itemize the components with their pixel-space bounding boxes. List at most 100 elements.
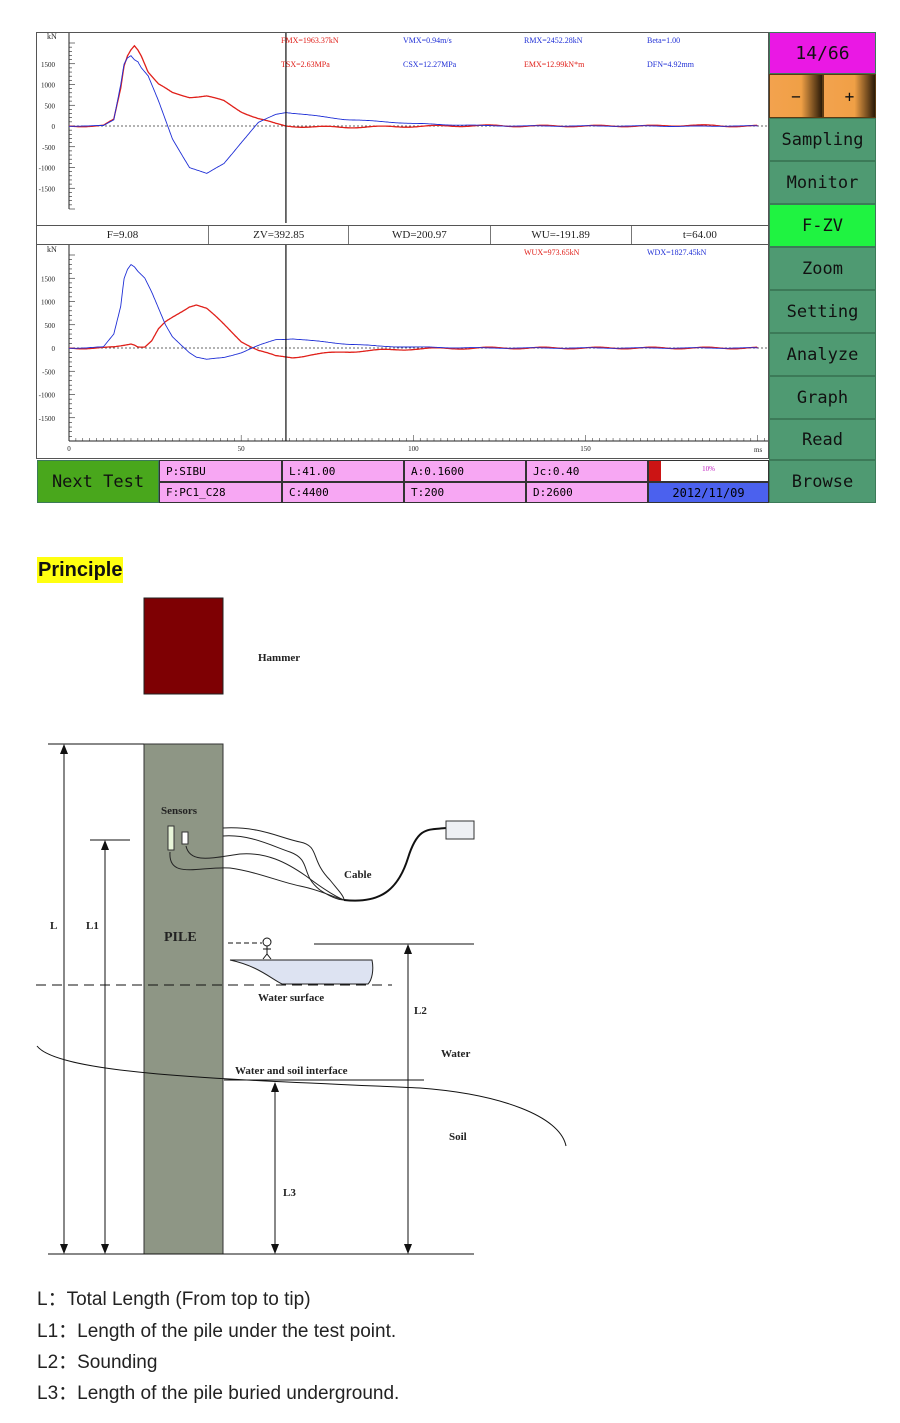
readout-emx: EMX=12.99kN*m <box>524 60 585 69</box>
previous-button[interactable]: − <box>769 74 823 118</box>
l1-arrow-top <box>101 840 109 850</box>
l2-label: L2 <box>414 1005 427 1017</box>
person-legs-a <box>262 953 268 960</box>
read-button[interactable]: Read <box>769 419 876 460</box>
y-tick-label: -1000 <box>39 165 56 173</box>
zoom-button[interactable]: Zoom <box>769 247 876 290</box>
y-tick-label: -1500 <box>39 415 56 423</box>
next-test-button[interactable]: Next Test <box>37 460 159 503</box>
y-tick-label: -500 <box>42 368 55 376</box>
water-surface-label: Water surface <box>258 992 325 1004</box>
readout-force: F=9.08 <box>37 226 210 244</box>
y-tick-label: -1500 <box>39 185 56 193</box>
pile-body <box>143 743 224 1255</box>
y-tick-label: 1000 <box>41 82 56 90</box>
info-pile-name: P:SIBU <box>159 460 282 482</box>
progress-label: 10% <box>702 465 715 473</box>
x-tick-label: 150 <box>580 445 591 453</box>
info-t: T:200 <box>404 482 526 503</box>
definition-l2: L2：Sounding <box>37 1352 158 1373</box>
y-tick-label: 500 <box>45 102 56 110</box>
hammer-label: Hammer <box>258 652 301 664</box>
readout-vmx: VMX=0.94m/s <box>403 36 452 45</box>
l2-arrow-top <box>404 944 412 954</box>
hammer-block <box>143 597 224 695</box>
readout-time: t=64.00 <box>682 229 717 241</box>
progress-fill <box>649 461 661 481</box>
boat-hull <box>229 959 374 985</box>
l-label: L <box>50 920 58 932</box>
analyze-button[interactable]: Analyze <box>769 333 876 376</box>
sensor-1 <box>167 825 175 851</box>
cursor-readout-bar: F=9.08 ZV=392.85 WD=200.97 WU=-191.89 t=… <box>36 226 769 245</box>
readout-zv: ZV=392.85 <box>209 226 350 244</box>
l3-label: L3 <box>283 1187 296 1199</box>
person-legs-b <box>266 953 272 960</box>
readout-wd: WD=200.97 <box>349 226 491 244</box>
sensors-label: Sensors <box>161 805 198 817</box>
force-series-line <box>68 304 759 359</box>
interface-label: Water and soil interface <box>235 1065 348 1077</box>
soil-label: Soil <box>449 1131 467 1143</box>
readout-dfn: DFN=4.92mm <box>647 60 694 69</box>
l3-arrow-top <box>271 1082 279 1092</box>
info-diameter: D:2600 <box>526 482 648 503</box>
top-readouts: FMX=1963.37kN VMX=0.94m/s RMX=2452.28kN … <box>37 33 768 73</box>
readout-wu: WU=-191.89 <box>491 226 632 244</box>
y-tick-label: 0 <box>52 345 56 353</box>
bottom-y-unit: kN <box>47 245 57 254</box>
readout-beta: Beta=1.00 <box>647 36 681 45</box>
y-tick-label: -1000 <box>39 392 56 400</box>
info-file: F:PC1_C28 <box>159 482 282 503</box>
progress-bar: 10% <box>648 460 769 482</box>
person-head <box>262 937 272 947</box>
readout-csx: CSX=12.27MPa <box>403 60 457 69</box>
l1-label: L1 <box>86 920 99 932</box>
readout-wdx: WDX=1827.45kN <box>647 248 707 257</box>
sampling-button[interactable]: Sampling <box>769 118 876 161</box>
next-button[interactable]: + <box>823 74 876 118</box>
cable-wire-4 <box>185 845 345 901</box>
l3-arrow-bottom <box>271 1244 279 1254</box>
readout-tsx: TSX=2.63MPa <box>281 60 330 69</box>
y-tick-label: -500 <box>42 144 55 152</box>
principle-diagram <box>36 597 567 1255</box>
date-display: 2012/11/09 <box>648 482 769 503</box>
definition-l: L：Total Length (From top to tip) <box>37 1289 311 1310</box>
l2-arrow-bottom <box>404 1244 412 1254</box>
monitor-button[interactable]: Monitor <box>769 161 876 204</box>
l1-arrow-bottom <box>101 1244 109 1254</box>
info-length: L:41.00 <box>282 460 404 482</box>
y-tick-label: 1000 <box>41 299 56 307</box>
principle-heading: Principle <box>37 557 124 583</box>
x-tick-label: 50 <box>238 445 246 453</box>
f-zv-button[interactable]: F-ZV <box>769 204 876 247</box>
water-label: Water <box>441 1048 471 1060</box>
readout-wux: WUX=973.65kN <box>524 248 580 257</box>
cable-wire-1 <box>222 827 345 901</box>
info-wave-speed: C:4400 <box>282 482 404 503</box>
setting-button[interactable]: Setting <box>769 290 876 333</box>
readout-fmx: FMX=1963.37kN <box>281 36 339 45</box>
recorder-box <box>445 820 475 840</box>
cable-label: Cable <box>344 869 372 881</box>
browse-button[interactable]: Browse <box>769 460 876 503</box>
pile-label: PILE <box>164 930 197 945</box>
info-area: A:0.1600 <box>404 460 526 482</box>
velocity-series-line <box>69 55 758 174</box>
readout-rmx: RMX=2452.28kN <box>524 36 583 45</box>
definition-l1: L1：Length of the pile under the test poi… <box>37 1321 397 1342</box>
top-y-unit: kN <box>47 32 57 41</box>
definition-l3: L3：Length of the pile buried underground… <box>37 1383 400 1404</box>
bottom-x-unit: ms <box>754 446 763 454</box>
l-arrow-top <box>60 744 68 754</box>
graph-button[interactable]: Graph <box>769 376 876 419</box>
l-arrow-bottom <box>60 1244 68 1254</box>
sensor-2 <box>181 831 189 845</box>
x-tick-label: 100 <box>408 445 419 453</box>
info-jc: Jc:0.40 <box>526 460 648 482</box>
